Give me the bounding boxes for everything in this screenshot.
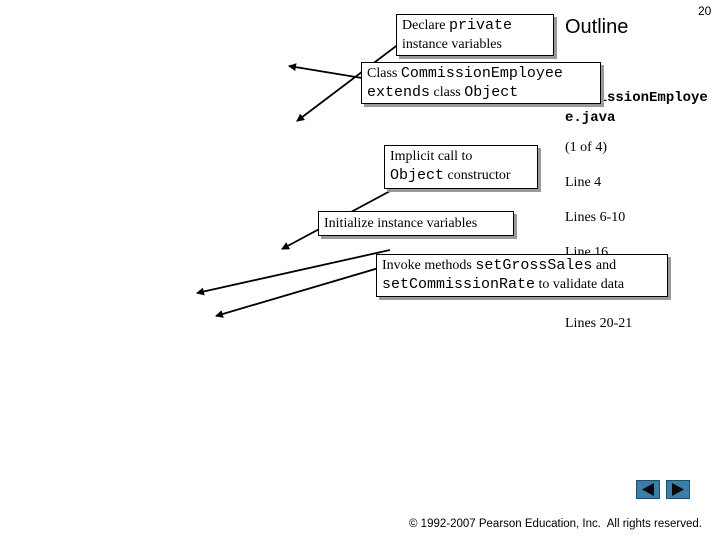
arrow-class-decl: [288, 63, 369, 80]
callout-implicit-object: Object: [390, 167, 445, 184]
callout-init-vars: Initialize instance variables: [318, 211, 514, 236]
callout-class-name: CommissionEmployee: [400, 65, 563, 82]
callout-implicit-line1: Implicit call to: [390, 149, 473, 164]
callout-class-decl: Class CommissionEmployee extends class O…: [361, 62, 601, 104]
callout-implicit-call: Implicit call to Object constructor: [384, 145, 538, 189]
callout-class-middle: class: [430, 85, 465, 100]
callout-invoke: Invoke methods setGrossSales and setComm…: [376, 254, 668, 297]
outline-line-4: Line 4: [565, 175, 602, 190]
callout-invoke-suffix: to validate data: [535, 277, 625, 292]
callout-object: Object: [464, 84, 519, 101]
callout-private-suffix: instance variables: [402, 37, 502, 52]
outline-lines-20-21: Lines 20-21: [565, 316, 633, 331]
page-number: 20: [698, 4, 712, 18]
outline-page-indicator: (1 of 4): [565, 140, 607, 155]
callout-init-text: Initialize instance variables: [324, 216, 478, 231]
callout-invoke-method2: setCommissionRate: [382, 276, 536, 293]
callout-implicit-suffix: constructor: [444, 168, 511, 183]
triangle-left-icon: [642, 483, 654, 496]
outline-lines-6-10: Lines 6-10: [565, 210, 626, 225]
outline-title: Outline: [565, 16, 629, 38]
callout-extends: extends: [367, 84, 431, 101]
callout-invoke-prefix: Invoke methods: [382, 258, 476, 273]
arrow-invoke: [215, 266, 383, 318]
callout-private-vars: Declare private instance variables: [396, 14, 554, 56]
arrow-init-vars: [196, 249, 391, 296]
callout-private-prefix: Declare: [402, 18, 450, 33]
callout-class-word: Class: [367, 66, 401, 81]
copyright-footer: © 1992-2007 Pearson Education, Inc. All …: [409, 518, 702, 530]
triangle-right-icon: [672, 483, 684, 496]
callout-private-keyword: private: [449, 17, 513, 34]
previous-slide-button[interactable]: [636, 480, 660, 499]
callout-invoke-method1: setGrossSales: [475, 257, 593, 274]
callout-invoke-conj: and: [592, 258, 617, 273]
next-slide-button[interactable]: [666, 480, 690, 499]
